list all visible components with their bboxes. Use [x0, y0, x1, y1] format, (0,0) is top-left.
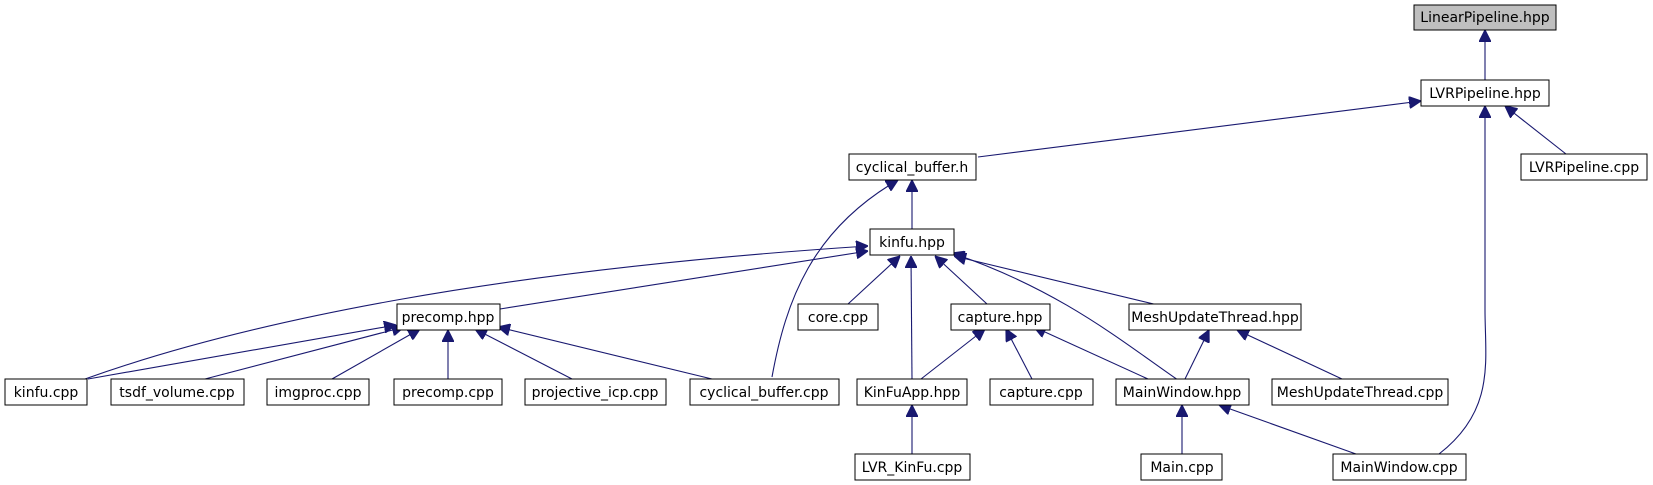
node-lvrpipeline-hpp[interactable]: LVRPipeline.hpp — [1420, 79, 1550, 107]
edge-mainwindow-cpp-to-mainwindow-hpp — [1219, 405, 1357, 455]
node-meshupdatethread-hpp[interactable]: MeshUpdateThread.hpp — [1128, 303, 1302, 331]
node-imgproc-cpp[interactable]: imgproc.cpp — [266, 378, 370, 406]
node-kinfu-hpp[interactable]: kinfu.hpp — [869, 228, 955, 256]
edge-meshupdatethread-hpp-to-kinfu-hpp — [954, 256, 1163, 307]
edge-kinfu-cpp-to-precomp-hpp — [87, 325, 396, 380]
edge-core-cpp-to-kinfu-hpp — [847, 256, 900, 305]
node-label: cyclical_buffer.cpp — [699, 385, 828, 401]
node-capture-hpp[interactable]: capture.hpp — [950, 303, 1051, 331]
node-label: LVRPipeline.hpp — [1429, 86, 1541, 102]
edge-capture-cpp-to-capture-hpp — [1006, 329, 1033, 380]
node-label: LVRPipeline.cpp — [1529, 160, 1639, 176]
node-label: kinfu.cpp — [14, 385, 79, 401]
edge-precomp-hpp-to-kinfu-hpp — [499, 251, 868, 310]
node-cyclical-buffer-h[interactable]: cyclical_buffer.h — [848, 153, 977, 181]
node-label: projective_icp.cpp — [532, 385, 659, 401]
edge-cyclical-buffer-cpp-to-cyclical-buffer-h — [771, 180, 898, 378]
node-label: MeshUpdateThread.hpp — [1131, 310, 1299, 326]
node-label: Main.cpp — [1150, 460, 1213, 476]
edge-meshupdatethread-cpp-to-meshupdatethread-hpp — [1237, 330, 1343, 380]
edge-kinfuapp-hpp-to-kinfu-hpp — [911, 256, 912, 380]
node-cyclical-buffer-cpp[interactable]: cyclical_buffer.cpp — [689, 378, 840, 406]
node-label: capture.cpp — [999, 385, 1083, 401]
node-core-cpp[interactable]: core.cpp — [797, 303, 879, 331]
edge-kinfu-cpp-to-kinfu-hpp — [84, 246, 868, 380]
node-meshupdatethread-cpp[interactable]: MeshUpdateThread.cpp — [1271, 378, 1449, 406]
node-label: tsdf_volume.cpp — [119, 385, 234, 401]
node-mainwindow-hpp[interactable]: MainWindow.hpp — [1115, 378, 1250, 406]
node-lvrpipeline-cpp[interactable]: LVRPipeline.cpp — [1520, 153, 1648, 181]
node-projective-icp-cpp[interactable]: projective_icp.cpp — [524, 378, 667, 406]
edge-mainwindow-hpp-to-kinfu-hpp — [952, 253, 1179, 381]
edge-mainwindow-cpp-to-lvrpipeline-hpp — [1438, 106, 1486, 455]
node-precomp-hpp[interactable]: precomp.hpp — [396, 303, 501, 331]
node-lvr-kinfu-cpp[interactable]: LVR_KinFu.cpp — [854, 453, 971, 481]
node-linearpipeline-hpp[interactable]: LinearPipeline.hpp — [1413, 4, 1557, 31]
edge-cyclical-buffer-h-to-lvrpipeline-hpp — [977, 101, 1421, 158]
node-label: LinearPipeline.hpp — [1420, 10, 1550, 26]
node-label: kinfu.hpp — [879, 235, 945, 251]
edge-mainwindow-hpp-to-meshupdatethread-hpp — [1184, 330, 1209, 380]
node-precomp-cpp[interactable]: precomp.cpp — [393, 378, 503, 406]
node-label: cyclical_buffer.h — [856, 160, 968, 176]
node-label: MainWindow.cpp — [1340, 460, 1457, 476]
edge-tsdf-volume-cpp-to-precomp-hpp — [204, 327, 404, 380]
node-main-cpp[interactable]: Main.cpp — [1140, 453, 1223, 481]
node-mainwindow-cpp[interactable]: MainWindow.cpp — [1332, 453, 1467, 481]
node-label: imgproc.cpp — [275, 385, 362, 401]
node-label: MainWindow.hpp — [1123, 385, 1242, 401]
node-label: precomp.hpp — [402, 310, 495, 326]
node-tsdf-volume-cpp[interactable]: tsdf_volume.cpp — [110, 378, 245, 406]
edge-mainwindow-hpp-to-capture-hpp — [1034, 327, 1149, 380]
node-label: LVR_KinFu.cpp — [862, 460, 963, 476]
node-capture-cpp[interactable]: capture.cpp — [989, 378, 1094, 406]
node-label: MeshUpdateThread.cpp — [1277, 385, 1444, 401]
node-label: core.cpp — [808, 310, 868, 326]
edge-capture-hpp-to-kinfu-hpp — [935, 256, 988, 305]
edge-kinfuapp-hpp-to-capture-hpp — [920, 329, 985, 380]
node-kinfu-cpp[interactable]: kinfu.cpp — [4, 378, 88, 406]
node-label: precomp.cpp — [402, 385, 494, 401]
edge-projective-icp-cpp-to-precomp-hpp — [475, 329, 573, 380]
node-kinfuapp-hpp[interactable]: KinFuApp.hpp — [856, 378, 968, 406]
edge-cyclical-buffer-cpp-to-precomp-hpp — [498, 327, 713, 380]
node-label: KinFuApp.hpp — [864, 385, 961, 401]
node-label: capture.hpp — [958, 310, 1043, 326]
edge-lvrpipeline-cpp-to-lvrpipeline-hpp — [1505, 106, 1567, 155]
edge-imgproc-cpp-to-precomp-hpp — [331, 329, 420, 380]
